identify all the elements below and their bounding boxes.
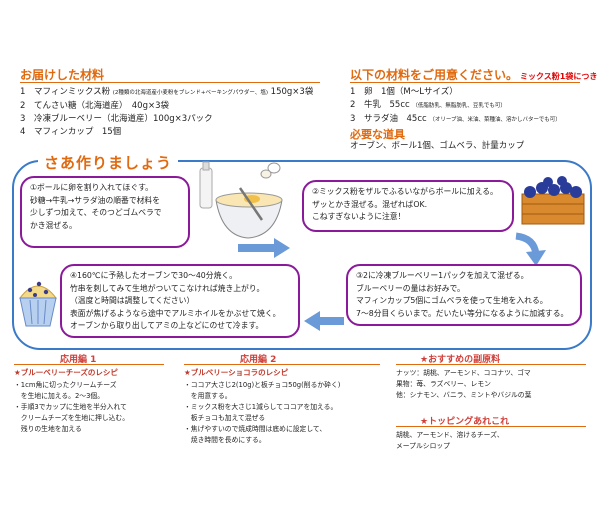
prepare-subtitle: ミックス粉1袋につき bbox=[520, 72, 598, 81]
applied1-subtitle: ★ブルーベリーチーズのレシピ bbox=[14, 368, 118, 377]
process-title-tab: さあ作りましょう bbox=[38, 152, 179, 173]
applied2-divider bbox=[184, 364, 380, 365]
applied2-title: 応用編 2 bbox=[240, 355, 277, 365]
process-title: さあ作りましょう bbox=[38, 154, 179, 172]
recommended-lines: ナッツ：胡桃、アーモンド、ココナツ、ゴマ 果物：苺、ラズベリー、レモン 他：シナ… bbox=[396, 369, 532, 399]
step-1: ①ボールに卵を割り入れてほぐす。 砂糖→牛乳→サラダ油の順番で材料を 少しずつ加… bbox=[20, 176, 190, 248]
muffin-illustration bbox=[18, 281, 58, 327]
applied1-divider bbox=[14, 364, 164, 365]
topping-title: ★トッピングあれこれ bbox=[420, 417, 510, 427]
arrow-down-icon bbox=[515, 232, 546, 266]
tools-title: 必要な道具 bbox=[350, 128, 405, 141]
arrow-right-icon bbox=[238, 238, 290, 258]
applied1-title: 応用編 1 bbox=[60, 355, 97, 365]
step-2: ②ミックス粉をザルでふるいながらボールに加える。 ザッとかき混ぜる。混ぜればOK… bbox=[302, 180, 514, 232]
step-4: ④160℃に予熱したオーブンで30～40分焼く。 竹串を刺してみて生地がついてこ… bbox=[60, 264, 300, 338]
topping-divider bbox=[396, 426, 586, 427]
process-frame bbox=[12, 160, 592, 350]
materials-title: お届けした材料 bbox=[20, 68, 105, 82]
tools-text: オーブン、ボール1個、ゴムベラ、計量カップ bbox=[350, 141, 525, 151]
applied1-lines: ・1cm角に切ったクリームチーズ を生地に加える。2～3個。 ・手順3でカップに… bbox=[14, 381, 130, 433]
recommended-divider bbox=[396, 364, 586, 365]
topping-lines: 胡桃、アーモンド、溶けるチーズ、 メープルシロップ bbox=[396, 431, 504, 450]
bowl-illustration bbox=[199, 161, 283, 239]
materials-divider bbox=[20, 82, 320, 83]
step-3: ③2に冷凍ブルーベリー1パックを加えて混ぜる。 ブルーベリーの量はお好みで。 マ… bbox=[346, 264, 582, 326]
recommended-title: ★おすすめの副原料 bbox=[420, 355, 501, 365]
applied2-subtitle: ★ブルベリーショコラのレシピ bbox=[184, 368, 289, 377]
prepare-divider bbox=[350, 82, 580, 83]
blueberry-basket-illustration bbox=[521, 176, 585, 225]
applied2-lines: ・ココア大さじ2(10g)と板チョコ50g(削るか砕く) を用意する。 ・ミック… bbox=[184, 381, 341, 444]
prepare-title: 以下の材料をご用意ください。ミックス粉1袋につき bbox=[350, 68, 598, 82]
arrow-left-icon bbox=[304, 311, 344, 331]
